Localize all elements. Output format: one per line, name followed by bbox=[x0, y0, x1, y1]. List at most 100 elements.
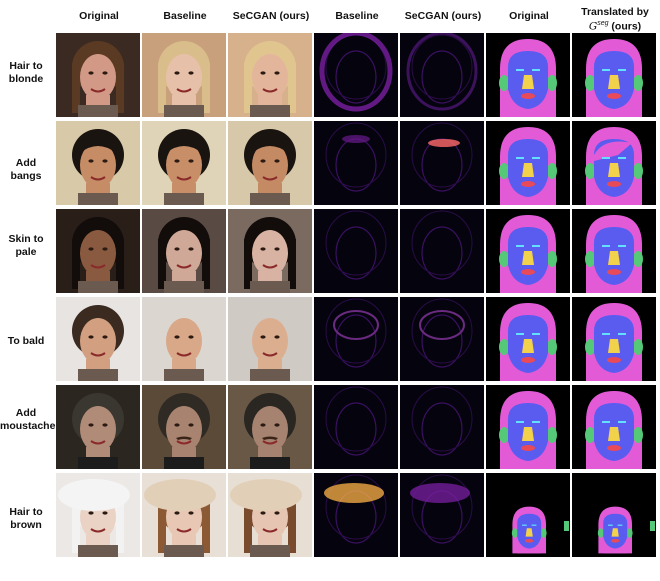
baseline-diff-heatmap-graphic bbox=[314, 33, 398, 117]
row-label-line: Add bangs bbox=[10, 157, 42, 182]
row-label-line: Hair to bbox=[9, 60, 43, 72]
secgan-image bbox=[228, 121, 312, 205]
col-header-diff-secgan: SeCGAN (ours) bbox=[404, 10, 482, 22]
seg-translated-line1: Translated by bbox=[581, 6, 649, 18]
row-label-line: To bald bbox=[7, 335, 45, 347]
baseline-image bbox=[142, 385, 226, 469]
original-segmentation-graphic bbox=[486, 473, 570, 557]
baseline-image-graphic bbox=[142, 473, 226, 557]
original-image bbox=[56, 297, 140, 381]
translated-segmentation-graphic bbox=[572, 33, 656, 117]
original-image bbox=[56, 121, 140, 205]
col-header-seg-translated: Translated by Gseg (ours) bbox=[572, 6, 658, 33]
secgan-diff-heatmap-graphic bbox=[400, 209, 484, 293]
baseline-image bbox=[142, 121, 226, 205]
original-image bbox=[56, 33, 140, 117]
original-segmentation-graphic bbox=[486, 297, 570, 381]
baseline-diff-heatmap-graphic bbox=[314, 473, 398, 557]
translated-segmentation bbox=[572, 297, 656, 381]
original-image bbox=[56, 385, 140, 469]
translated-segmentation bbox=[572, 33, 656, 117]
original-segmentation-graphic bbox=[486, 33, 570, 117]
secgan-diff-heatmap-graphic bbox=[400, 297, 484, 381]
baseline-image-graphic bbox=[142, 297, 226, 381]
original-segmentation bbox=[486, 33, 570, 117]
secgan-image bbox=[228, 33, 312, 117]
baseline-image bbox=[142, 297, 226, 381]
row-label-hair-to-blonde: Hair to blonde bbox=[0, 60, 52, 86]
secgan-image-graphic bbox=[228, 33, 312, 117]
row-label-line: moustache bbox=[0, 420, 56, 432]
secgan-image-graphic bbox=[228, 473, 312, 557]
baseline-diff-heatmap bbox=[314, 209, 398, 293]
translated-segmentation-graphic bbox=[572, 121, 656, 205]
baseline-diff-heatmap bbox=[314, 473, 398, 557]
original-image-graphic bbox=[56, 473, 140, 557]
col-header-secgan: SeCGAN (ours) bbox=[232, 10, 310, 22]
baseline-diff-heatmap-graphic bbox=[314, 121, 398, 205]
secgan-image-graphic bbox=[228, 209, 312, 293]
row-label-line: Skin to bbox=[8, 233, 44, 245]
original-segmentation bbox=[486, 209, 570, 293]
secgan-image-graphic bbox=[228, 385, 312, 469]
baseline-image-graphic bbox=[142, 385, 226, 469]
secgan-diff-heatmap bbox=[400, 121, 484, 205]
baseline-image-graphic bbox=[142, 121, 226, 205]
baseline-image bbox=[142, 473, 226, 557]
baseline-image-graphic bbox=[142, 209, 226, 293]
original-segmentation-graphic bbox=[486, 121, 570, 205]
original-segmentation-graphic bbox=[486, 385, 570, 469]
original-segmentation bbox=[486, 297, 570, 381]
separator-heatmaps bbox=[399, 33, 400, 563]
baseline-image bbox=[142, 33, 226, 117]
original-segmentation-graphic bbox=[486, 209, 570, 293]
secgan-image bbox=[228, 297, 312, 381]
translated-segmentation bbox=[572, 385, 656, 469]
original-image-graphic bbox=[56, 121, 140, 205]
baseline-diff-heatmap bbox=[314, 33, 398, 117]
baseline-diff-heatmap-graphic bbox=[314, 209, 398, 293]
original-image-graphic bbox=[56, 209, 140, 293]
secgan-image bbox=[228, 209, 312, 293]
separator-segmaps bbox=[571, 33, 572, 563]
translated-segmentation-graphic bbox=[572, 209, 656, 293]
baseline-diff-heatmap-graphic bbox=[314, 297, 398, 381]
translated-segmentation bbox=[572, 121, 656, 205]
row-label-line: blonde bbox=[8, 73, 44, 85]
col-header-seg-original: Original bbox=[509, 10, 549, 22]
translated-segmentation-graphic bbox=[572, 473, 656, 557]
generator-symbol: G bbox=[588, 20, 598, 33]
secgan-image bbox=[228, 385, 312, 469]
secgan-diff-heatmap bbox=[400, 385, 484, 469]
original-segmentation bbox=[486, 385, 570, 469]
secgan-diff-heatmap-graphic bbox=[400, 33, 484, 117]
secgan-diff-heatmap-graphic bbox=[400, 473, 484, 557]
row-label-line: Add bbox=[15, 407, 37, 419]
translated-segmentation-graphic bbox=[572, 385, 656, 469]
col-header-baseline: Baseline bbox=[163, 10, 207, 22]
translated-segmentation bbox=[572, 209, 656, 293]
original-image bbox=[56, 473, 140, 557]
baseline-diff-heatmap bbox=[314, 385, 398, 469]
original-image bbox=[56, 209, 140, 293]
secgan-diff-heatmap-graphic bbox=[400, 121, 484, 205]
baseline-diff-heatmap bbox=[314, 121, 398, 205]
translated-segmentation bbox=[572, 473, 656, 557]
row-label-add-bangs: Add bangs bbox=[0, 157, 52, 183]
secgan-image bbox=[228, 473, 312, 557]
separator-faces bbox=[227, 33, 228, 563]
secgan-diff-heatmap-graphic bbox=[400, 385, 484, 469]
secgan-diff-heatmap bbox=[400, 209, 484, 293]
secgan-diff-heatmap bbox=[400, 473, 484, 557]
generator-superscript: seg bbox=[597, 20, 609, 27]
row-label-line: Hair to bbox=[9, 506, 43, 518]
secgan-image-graphic bbox=[228, 121, 312, 205]
seg-translated-line2: Gseg (ours) bbox=[572, 18, 658, 33]
row-label-line: brown bbox=[10, 519, 42, 531]
col-header-original: Original bbox=[79, 10, 119, 22]
original-image-graphic bbox=[56, 33, 140, 117]
seg-translated-suffix: (ours) bbox=[611, 20, 642, 33]
secgan-diff-heatmap bbox=[400, 33, 484, 117]
row-label-hair-to-brown: Hair to brown bbox=[0, 506, 52, 532]
baseline-diff-heatmap-graphic bbox=[314, 385, 398, 469]
